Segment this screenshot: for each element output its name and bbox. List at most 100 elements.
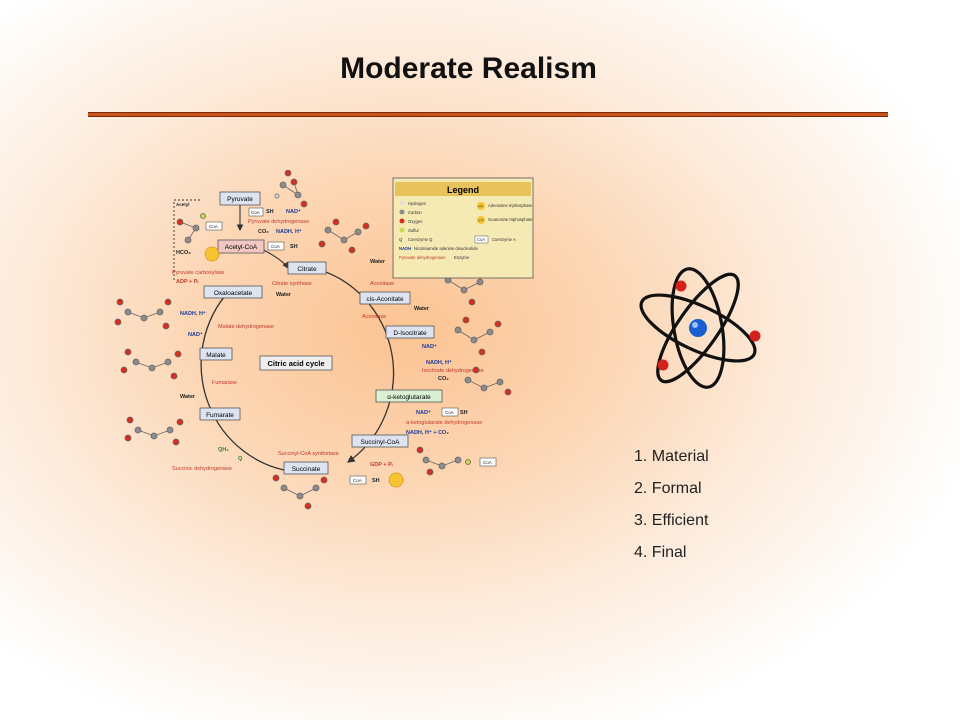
cofactor-label: SH [290, 244, 298, 250]
svg-text:Citric acid cycle: Citric acid cycle [267, 359, 324, 368]
molecule-isocitrate [454, 316, 502, 356]
legend-item: Sulfur [408, 228, 420, 233]
coa-label: CoA [353, 478, 362, 483]
legend-symbol: Pyruvate dehydrogenase [399, 255, 446, 260]
cofactor-label: Water [180, 394, 196, 400]
molecule-fumarate [124, 416, 184, 446]
svg-text:Malate: Malate [206, 352, 226, 359]
cofactor-label: NAD⁺ [286, 208, 301, 215]
legend-symbol: GTP [478, 219, 484, 223]
list-item: 3. Efficient [634, 512, 709, 529]
enzyme-label: α-ketoglutarate dehydrogenase [406, 420, 482, 426]
cofactor-label: HCO₃ [176, 250, 191, 256]
molecule-malate [120, 348, 182, 380]
cofactor-label: Water [370, 259, 386, 265]
metabolite-cis-aconitate: cis-Aconitate [359, 291, 411, 305]
atom-icon [639, 267, 761, 389]
enzyme-label: Malate dehydrogenase [218, 324, 274, 330]
cofactor-label: NAD⁺ [422, 343, 437, 350]
list-item: 4. Final [634, 544, 687, 561]
metabolite-malate: Malate [199, 347, 233, 361]
svg-text:Fumarate: Fumarate [206, 412, 234, 419]
cofactor-label: Acetyl [176, 202, 190, 207]
legend-item: Carbon [408, 210, 422, 215]
metabolite-oxaloacetate: Oxaloacetate [203, 285, 263, 299]
svg-text:Succinate: Succinate [292, 466, 321, 473]
slide-title: Moderate Realism [340, 52, 597, 85]
causes-list: 1. Material 2. Formal 3. Efficient 4. Fi… [634, 446, 709, 574]
legend-box: Legend Hydrogen Carbon Oxygen Sulfur Q C… [392, 177, 534, 279]
cofactor-label: Water [276, 292, 292, 298]
molecule-citrate [318, 218, 370, 254]
molecule-ketoglutarate [464, 366, 512, 396]
svg-text:D-Isocitrate: D-Isocitrate [393, 330, 427, 337]
legend-item: Nicotinamide adenine dinucleotide [414, 246, 478, 251]
cycle-center-label: Citric acid cycle [259, 355, 333, 371]
metabolite-pyruvate: Pyruvate [219, 191, 261, 206]
metabolite-acetyl-coa: Acetyl-CoA [217, 239, 265, 254]
list-item: 2. Formal [634, 480, 702, 497]
cofactor-label: NADH, H⁺ [426, 359, 452, 366]
legend-symbol: ATP [478, 205, 483, 209]
molecule-succinate [272, 474, 328, 510]
coa-label: CoA [483, 460, 492, 465]
cofactor-label: SH [460, 410, 468, 416]
molecule-acetyl [176, 213, 206, 244]
svg-text:cis-Aconitate: cis-Aconitate [366, 296, 404, 303]
enzyme-label: Aconitase [362, 314, 386, 320]
enzyme-label: Isocitrate dehydrogenase [422, 368, 484, 374]
svg-text:Citrate: Citrate [297, 266, 317, 273]
legend-item: Oxygen [408, 219, 423, 224]
legend-item: Coenzyme A [492, 237, 516, 242]
electron [675, 280, 687, 292]
coa-label: CoA [271, 244, 280, 249]
enzyme-label: Pyruvate carboxylase [172, 270, 225, 276]
svg-text:α-ketoglutarate: α-ketoglutarate [387, 394, 431, 401]
coa-label: CoA [209, 224, 218, 229]
molecule-succinyl-coa [416, 446, 471, 476]
legend-symbol: NADH [399, 246, 411, 251]
cofactor-label: NADH, H⁺ [180, 310, 206, 317]
enzyme-label: Aconitase [370, 281, 394, 287]
metabolite-alpha-ketoglutarate: α-ketoglutarate [375, 389, 443, 403]
metabolite-succinate: Succinate [283, 461, 329, 475]
cofactor-label: Q [238, 456, 243, 462]
enzyme-label: Citrate synthase [272, 281, 312, 287]
legend-item: Hydrogen [408, 201, 427, 206]
cofactor-label: CO₂ [258, 229, 269, 235]
cycle-arc-left [200, 289, 299, 473]
cofactor-label: GDP + Pᵢ [370, 462, 393, 468]
citric-acid-cycle-diagram: Pyruvate Acetyl-CoA Citrate cis-Aconitat… [114, 170, 534, 510]
cofactor-label: NAD⁺ [416, 409, 431, 416]
legend-item: Adenosine triphosphate [488, 203, 533, 208]
enzyme-label: Pyruvate dehydrogenase [248, 219, 309, 225]
svg-text:Acetyl-CoA: Acetyl-CoA [225, 244, 258, 251]
electron [657, 359, 669, 371]
list-item: 1. Material [634, 448, 709, 465]
cofactor-label: SH [266, 209, 274, 215]
coa-label: CoA [251, 210, 260, 215]
metabolite-fumarate: Fumarate [199, 407, 241, 421]
legend-symbol: CoA [477, 237, 485, 242]
cofactor-label: Water [414, 306, 430, 312]
title-underline [88, 112, 888, 117]
cofactor-label: NADH, H⁺ + CO₂ [406, 429, 449, 436]
enzyme-label: Succinic dehydrogenase [172, 466, 232, 472]
enzyme-label: Succinyl-CoA synthetase [278, 451, 339, 457]
metabolite-d-isocitrate: D-Isocitrate [385, 325, 435, 339]
cofactor-label: NAD⁺ [188, 331, 203, 338]
gtp-icon [388, 472, 404, 488]
enzyme-label: Fumarase [212, 380, 237, 386]
cofactor-label: NADH, H⁺ [276, 228, 302, 235]
carboxylase-arrow [173, 199, 200, 280]
svg-text:Legend: Legend [447, 185, 479, 195]
legend-item: Guanosine triphosphate [488, 217, 533, 222]
metabolite-succinyl-coa: Succinyl-CoA [351, 434, 409, 448]
cofactor-label: CO₂ [438, 376, 449, 382]
electron [749, 330, 761, 342]
atp-icon [204, 246, 220, 262]
legend-item: Enzyme [454, 255, 470, 260]
legend-symbol: Q [399, 237, 403, 242]
svg-text:Succinyl-CoA: Succinyl-CoA [360, 439, 400, 446]
